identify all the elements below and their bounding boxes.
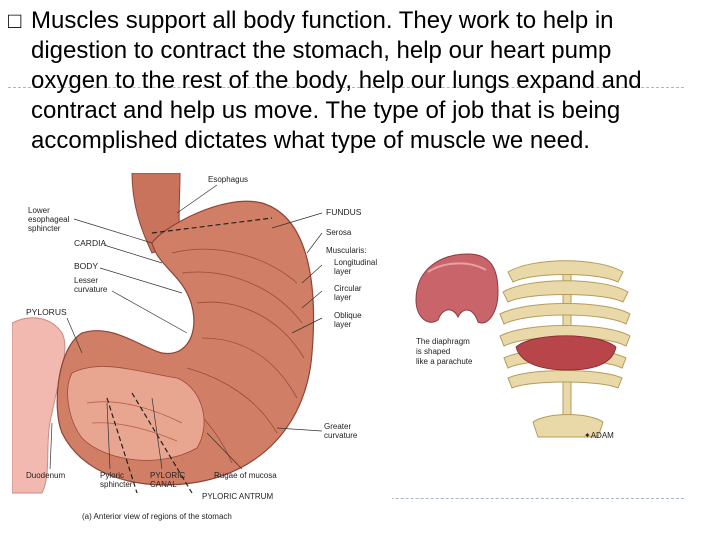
label-duodenum: Duodenum bbox=[26, 471, 65, 480]
bullet-paragraph: □ Muscles support all body function. The… bbox=[8, 6, 648, 156]
bullet-square-icon: □ bbox=[8, 8, 22, 33]
label-cardia: CARDIA bbox=[74, 238, 106, 248]
label-esophagus: Esophagus bbox=[208, 175, 248, 184]
top-divider bbox=[8, 87, 684, 88]
adam-logo: ✦ADAM bbox=[584, 431, 614, 440]
label-body: BODY bbox=[74, 261, 98, 271]
label-pyloric-antrum: PYLORIC ANTRUM bbox=[202, 492, 273, 501]
label-serosa: Serosa bbox=[326, 228, 352, 237]
label-rugae-of-mucosa: Rugae of mucosa bbox=[214, 471, 277, 480]
label-pylorus: PYLORUS bbox=[26, 307, 67, 317]
bullet-text: Muscles support all body function. They … bbox=[31, 7, 642, 154]
stomach-figure-caption: (a) Anterior view of regions of the stom… bbox=[82, 512, 232, 521]
label-fundus: FUNDUS bbox=[326, 207, 362, 217]
label-muscularis: Muscularis: bbox=[326, 246, 366, 255]
